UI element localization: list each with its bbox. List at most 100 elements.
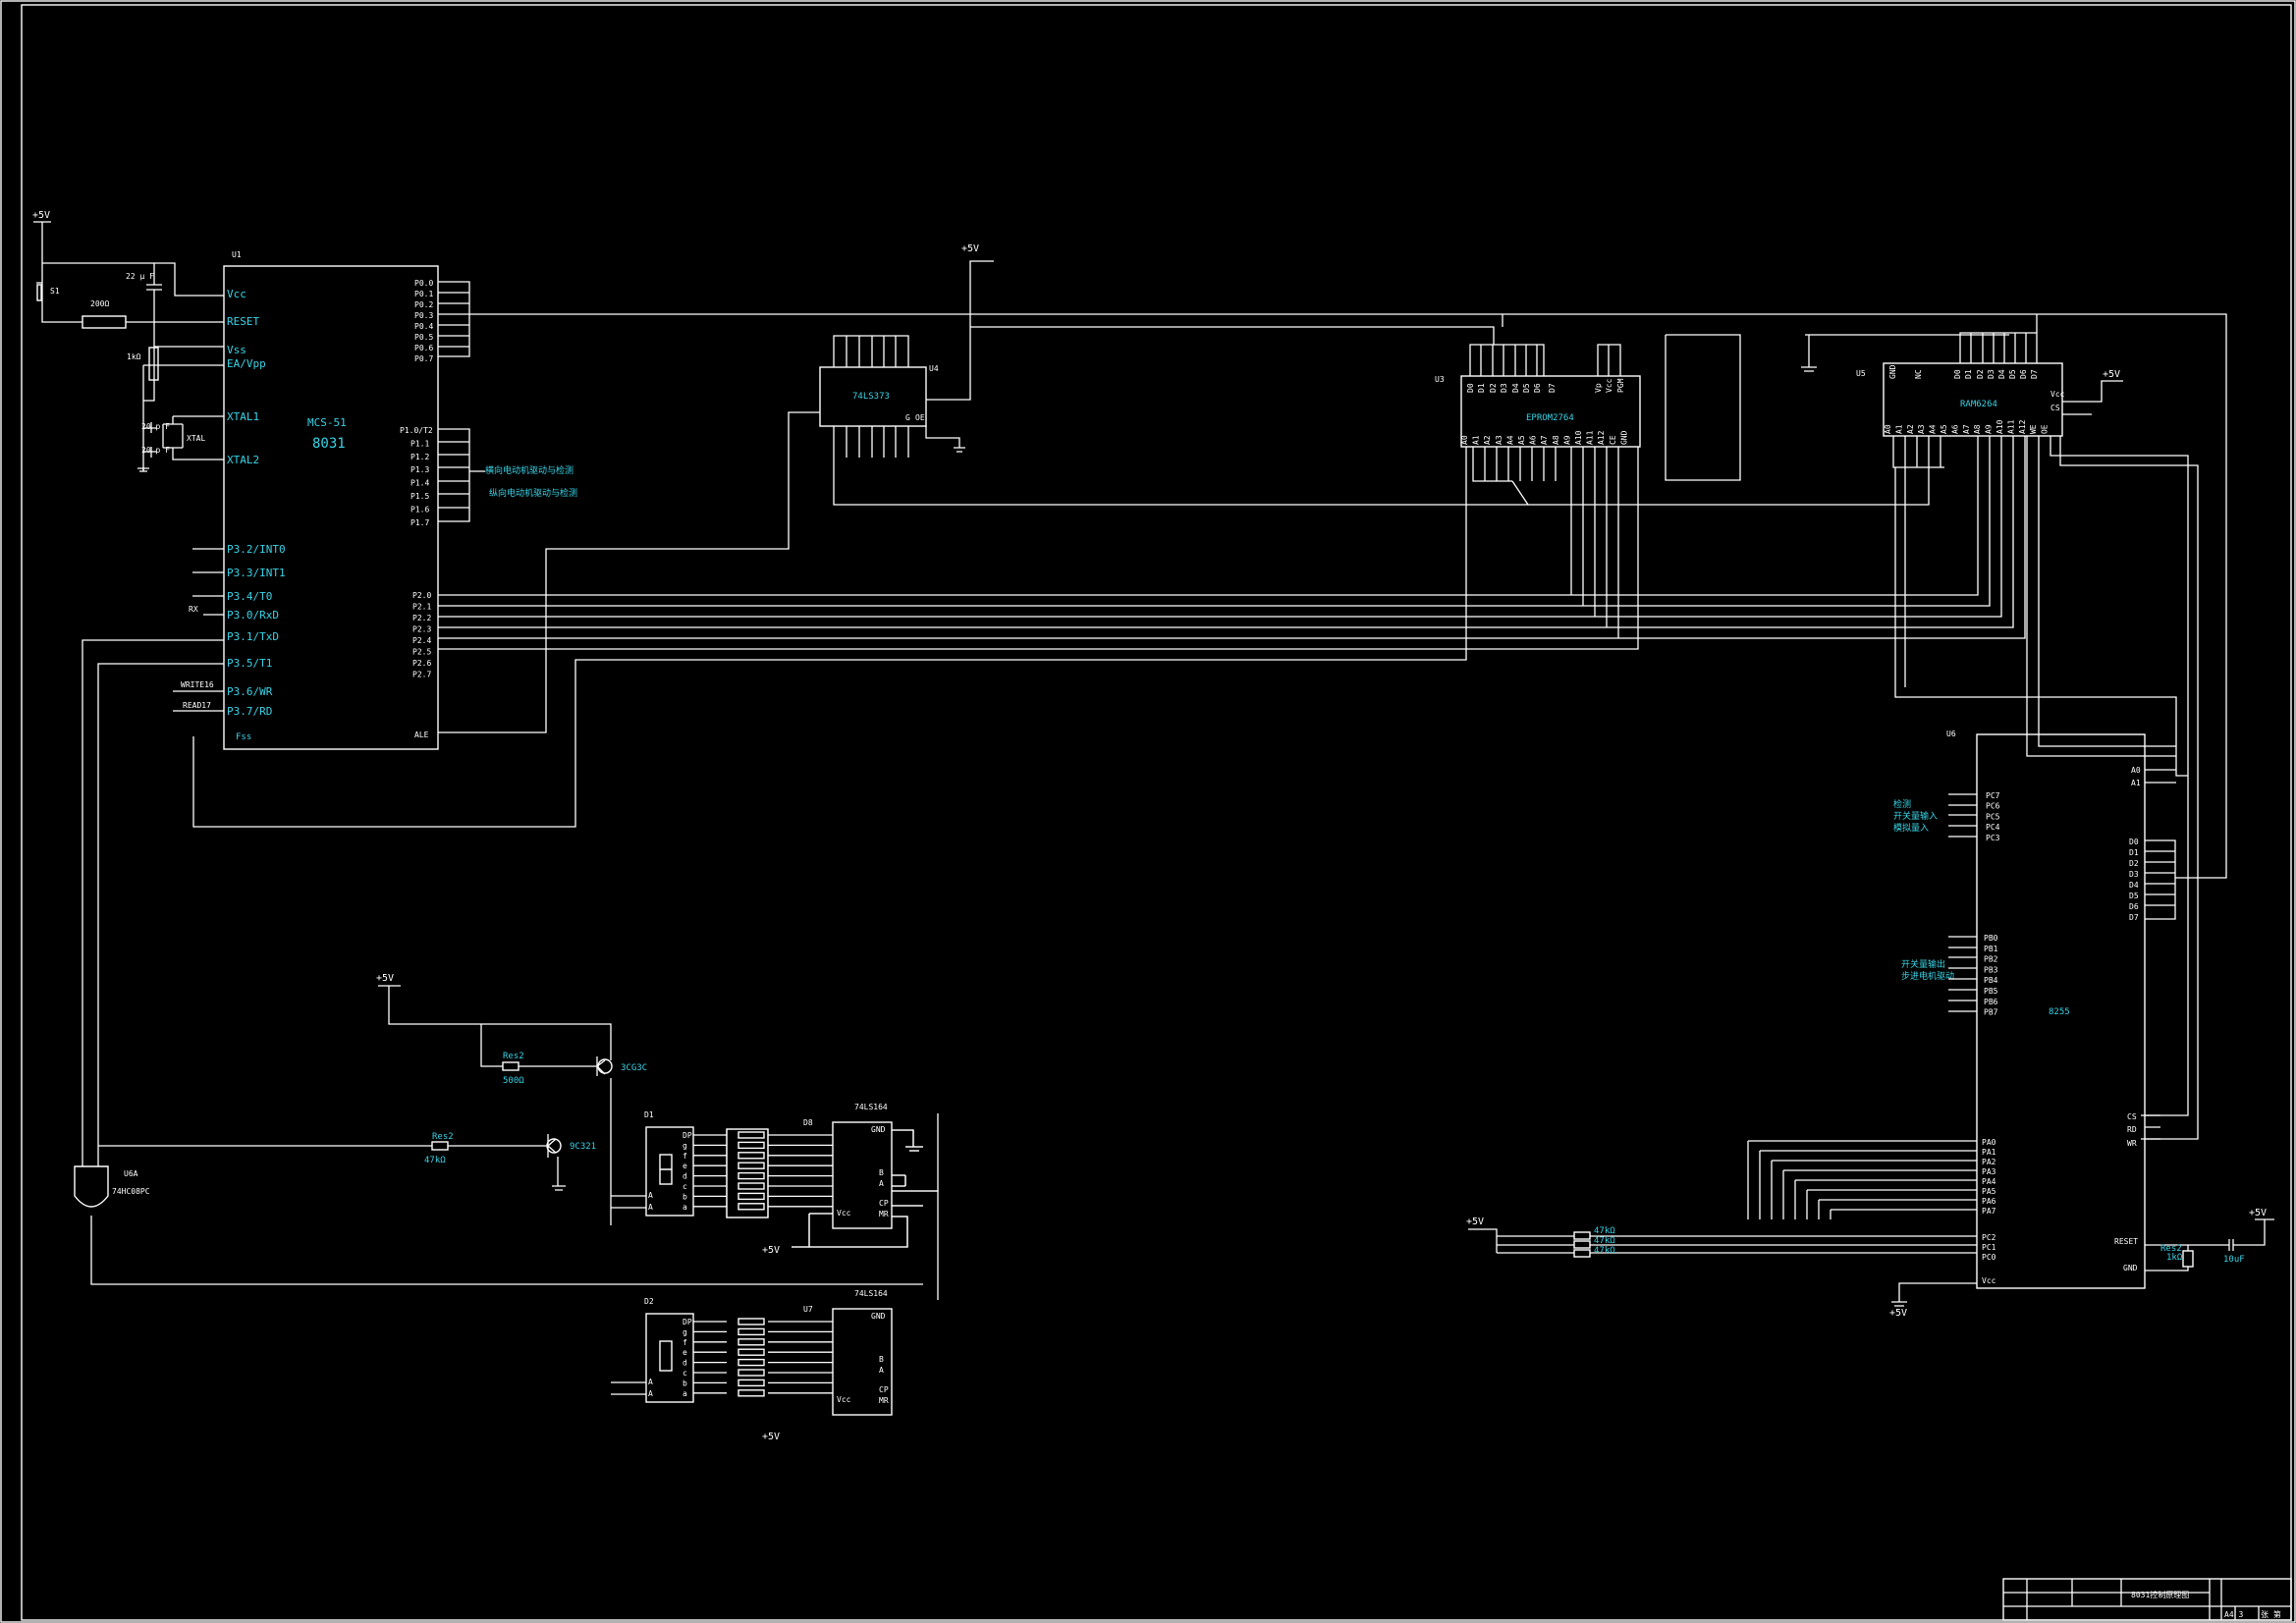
u1-pin-p2-1: P2.1 xyxy=(412,603,431,612)
u6-pin-pa-9: PC1 xyxy=(1982,1243,1996,1252)
vcc-label-display-0: +5V xyxy=(762,1245,780,1256)
psen-wire xyxy=(192,447,1467,828)
u1-pin-p0-3: P0.3 xyxy=(414,311,433,320)
u6-pa-horizontal xyxy=(1748,1140,1977,1211)
u6-pin-cs: CS xyxy=(2127,1112,2137,1121)
u6-pin-a0: A0 xyxy=(2131,766,2141,775)
rd-wr-to-8255 xyxy=(2050,436,2199,1140)
seg-display-digit xyxy=(659,1340,673,1372)
u6-input-res-val-3: 47kΩ xyxy=(1594,1246,1615,1256)
u6-pin-d-7: D7 xyxy=(2129,913,2139,922)
ram-control-wires xyxy=(1665,334,2009,481)
cs-to-8255 xyxy=(1894,467,2188,777)
u3-top-stubs xyxy=(1469,344,1621,376)
u6-pin-pa-8: PC2 xyxy=(1982,1233,1996,1242)
seg-pin-4: d xyxy=(683,1172,687,1181)
u5-pin-bottom-9: A9 xyxy=(1985,424,1994,434)
u6-note-pb-2: 步进电机驱动 xyxy=(1901,970,1954,982)
u3-pin-bottom-4: A4 xyxy=(1505,435,1514,445)
seg-pin-3: e xyxy=(683,1348,687,1357)
drawing-title: 8031控制原理图 xyxy=(2131,1590,2189,1599)
seg-pin-0: DP xyxy=(683,1318,692,1326)
u6-pin-pa-7: PA7 xyxy=(1982,1207,1996,1216)
seg-display-body xyxy=(645,1313,694,1403)
u3-pin-bottom-1: A1 xyxy=(1472,435,1481,445)
shift-pin-2: A xyxy=(879,1366,884,1375)
u6-pc-input-wires xyxy=(1468,1228,1977,1254)
u1-pin-p2-5: P2.5 xyxy=(412,648,431,657)
u3-pin-bottom-2: A2 xyxy=(1483,435,1492,445)
u6-pin-pa-2: PA2 xyxy=(1982,1158,1996,1166)
u5-pin-vcc: Vcc xyxy=(2050,390,2065,399)
u6a-part: 74HC08PC xyxy=(112,1187,150,1196)
u4-pin-g: G xyxy=(905,413,910,422)
seg-resistor-0 xyxy=(738,1318,765,1325)
seg-pin-6: b xyxy=(683,1192,687,1201)
u3-pin-bottom-6: A6 xyxy=(1529,435,1538,445)
u6-pin-pa-0: PA0 xyxy=(1982,1138,1996,1147)
seg-resistor-3 xyxy=(738,1348,765,1356)
u3-pin-top-7: D7 xyxy=(1548,383,1557,393)
shift-pin-0: GND xyxy=(871,1312,886,1321)
reset-wires xyxy=(33,221,224,323)
u4-part: 74LS373 xyxy=(852,392,890,402)
seg-pin-6: b xyxy=(683,1379,687,1387)
u5-pin-bottom-10: A10 xyxy=(1995,419,2004,434)
u5-pin-bottom-12: A12 xyxy=(2018,419,2027,434)
u6-gnd-wire xyxy=(1891,1282,1977,1307)
u6-pin-d-5: D5 xyxy=(2129,892,2139,900)
u5-top-stubs xyxy=(1959,332,2038,363)
u5-pin-bottom-1: A1 xyxy=(1894,424,1903,434)
u3-high-addr xyxy=(1570,447,1619,638)
u5-pin-top-1: NC xyxy=(1914,369,1923,379)
shift-pin-4: CP xyxy=(879,1199,889,1208)
u1-pin-p1-6: P1.6 xyxy=(410,505,429,514)
shift-register-ref-1: U7 xyxy=(803,1305,813,1314)
u1-pin-p1-7: P1.7 xyxy=(410,518,429,527)
u6-pin-gnd: GND xyxy=(2123,1264,2138,1272)
vcc-label-display-1: +5V xyxy=(762,1432,780,1442)
u1-pin-p2-3: P2.3 xyxy=(412,625,431,634)
u1-note-2: 纵向电动机驱动与检测 xyxy=(489,487,577,499)
com-pin-1: A xyxy=(648,1203,653,1212)
u1-pin-xtal1: XTAL1 xyxy=(227,410,259,423)
u5-pin-cs: CS xyxy=(2050,404,2060,412)
u6-pa-vertical xyxy=(1747,1141,1831,1219)
u1-pin-p1-0: P1.0/T2 xyxy=(400,426,433,435)
shift-register-part-0: 74LS164 xyxy=(854,1103,888,1111)
ale-wire xyxy=(438,411,820,733)
u6-pin-pb-3: PB3 xyxy=(1984,965,1998,974)
u1-pin-reset: RESET xyxy=(227,315,259,328)
u3-ref: U3 xyxy=(1435,375,1445,384)
seg-resistor-1 xyxy=(738,1327,765,1336)
u6-pb-stubs xyxy=(1948,936,1977,1012)
com-pin-1: A xyxy=(648,1389,653,1398)
seg-resistor-0 xyxy=(738,1131,765,1139)
u3-pin-top-2: D2 xyxy=(1489,383,1498,393)
q2-label: 9C321 xyxy=(570,1142,596,1152)
u4-latch: 74LS373 U4 G OE +5V xyxy=(819,243,994,458)
u6-pin-d-1: D1 xyxy=(2129,848,2139,857)
u6-pin-pa-3: PA3 xyxy=(1982,1167,1996,1176)
u1-pin-p37: P3.7/RD xyxy=(227,705,272,718)
u5-body xyxy=(1883,362,2063,437)
shift-pin-3: Vcc xyxy=(837,1395,851,1404)
u3-pin-top-5: D5 xyxy=(1522,383,1531,393)
seg-resistor-3 xyxy=(738,1162,765,1169)
vcc-label-u5: +5V xyxy=(2103,369,2120,380)
xtal-cap-2: 20 p F xyxy=(141,446,170,455)
shift-pin-5: MR xyxy=(879,1396,889,1405)
u5-gnd xyxy=(1801,335,1817,372)
u1-pin-p1-2: P1.2 xyxy=(410,453,429,461)
u1-pin-p36: P3.6/WR xyxy=(227,685,273,698)
u5-pin-bottom-11: A11 xyxy=(2006,419,2015,434)
u6-note-pb-1: 开关量输出 xyxy=(1901,958,1945,970)
u6-note-pc-3: 模拟量入 xyxy=(1893,822,1929,834)
